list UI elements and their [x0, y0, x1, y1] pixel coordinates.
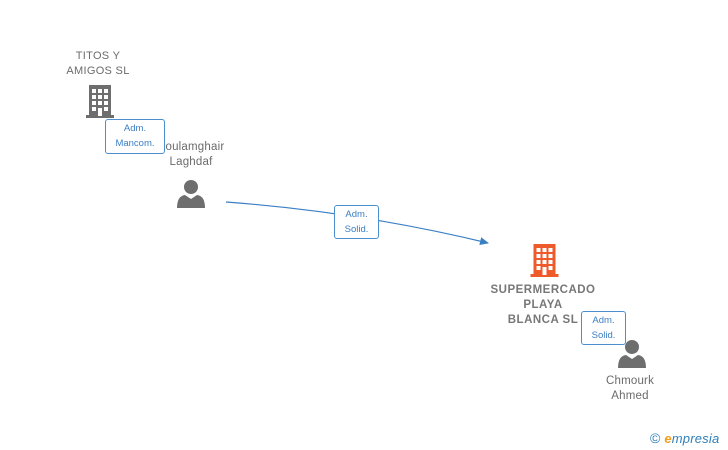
relation-label-line: Adm. [592, 315, 615, 326]
building-icon[interactable] [528, 242, 561, 278]
node-label-line: Chmourk [605, 375, 655, 387]
relation-label-line: Mancom. [115, 138, 155, 149]
brand-footer[interactable]: © empresia [650, 428, 719, 448]
brand-logo-rest: mpresia [671, 430, 720, 446]
person-icon[interactable] [176, 179, 206, 209]
node-label-line: Ahmed [611, 390, 649, 402]
node-label-line: SUPERMERCADO [490, 284, 596, 296]
brand-logo: empresia [664, 431, 719, 446]
relation-label-line: Adm. [123, 123, 147, 134]
brand-logo-initial: e [664, 430, 672, 446]
person-icon[interactable] [617, 339, 647, 369]
relation-badge-adm-mancom[interactable]: Adm. Mancom. [105, 119, 165, 154]
relation-badge-adm-solid-1[interactable]: Adm. Solid. [334, 205, 379, 239]
node-label-line: PLAYA [523, 299, 563, 311]
node-label-line: Boulamghair [157, 141, 225, 153]
building-icon[interactable] [84, 83, 116, 119]
node-label-line: TITOS Y [75, 50, 121, 62]
node-label-chmourk-ahmed[interactable]: Chmourk Ahmed [590, 374, 670, 404]
node-label-titos-y-amigos[interactable]: TITOS Y AMIGOS SL [48, 49, 148, 79]
copyright-icon: © [650, 430, 661, 446]
node-label-boulamghair-laghdaf[interactable]: Boulamghair Laghdaf [146, 140, 236, 170]
node-label-line: Laghdaf [169, 156, 213, 168]
relation-label-line: Solid. [344, 224, 369, 235]
relation-badge-adm-solid-2[interactable]: Adm. Solid. [581, 311, 626, 345]
node-label-line: BLANCA SL [507, 314, 579, 326]
relation-label-line: Solid. [591, 330, 616, 341]
node-label-line: AMIGOS SL [66, 65, 130, 77]
node-label-supermercado-playa-blanca[interactable]: SUPERMERCADO PLAYA BLANCA SL [478, 283, 608, 328]
relation-label-line: Adm. [345, 209, 368, 220]
